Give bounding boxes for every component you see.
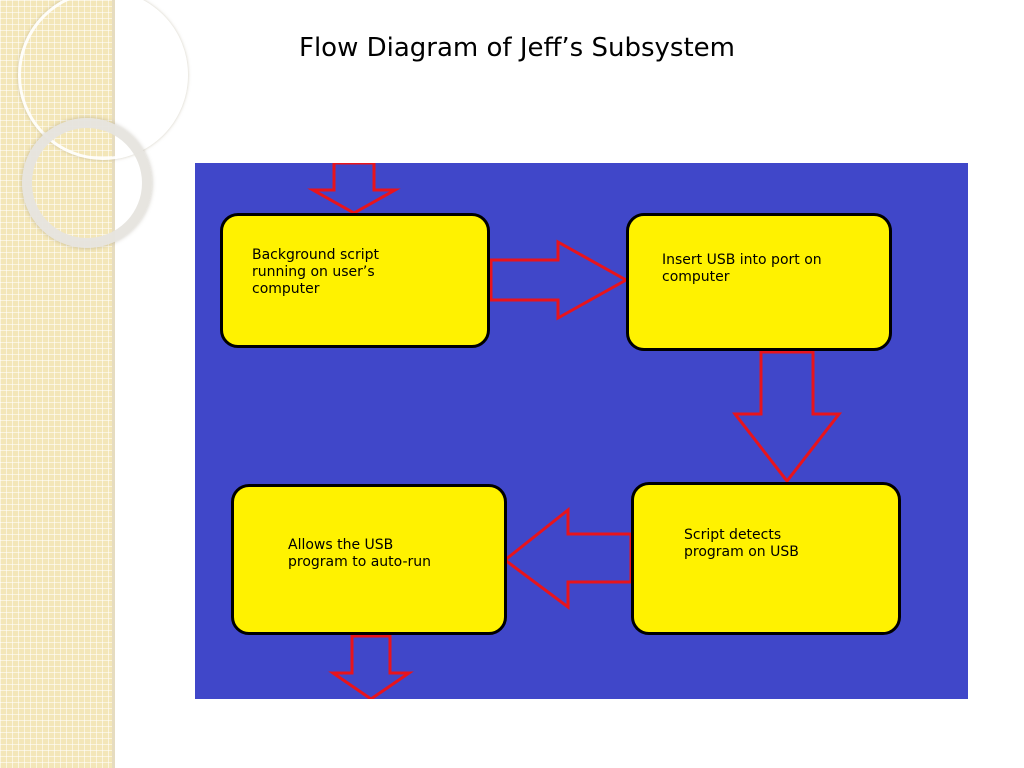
step-box-background-script: Background script running on user’s comp… <box>220 213 490 348</box>
arrow-left <box>502 506 633 610</box>
side-strip-edge <box>112 0 115 768</box>
step-box-insert-usb: Insert USB into port on computer <box>626 213 892 351</box>
arrow-down-incoming <box>307 163 401 215</box>
slide-title: Flow Diagram of Jeff’s Subsystem <box>299 33 735 63</box>
step-text: Insert USB into port on computer <box>662 252 822 285</box>
step-text: Script detects program on USB <box>684 527 799 560</box>
flow-diagram: Background script running on user’s comp… <box>195 163 968 699</box>
step-box-auto-run: Allows the USB program to auto-run <box>231 484 507 635</box>
arrow-down <box>731 350 843 484</box>
flow-arrows <box>307 163 843 699</box>
arrow-right <box>489 239 630 321</box>
step-text: Allows the USB program to auto-run <box>288 537 432 570</box>
step-box-script-detects: Script detects program on USB <box>631 482 901 635</box>
step-text: Background script running on user’s comp… <box>252 247 379 297</box>
arrow-down-outgoing <box>328 634 414 699</box>
decorative-ring <box>22 118 152 248</box>
